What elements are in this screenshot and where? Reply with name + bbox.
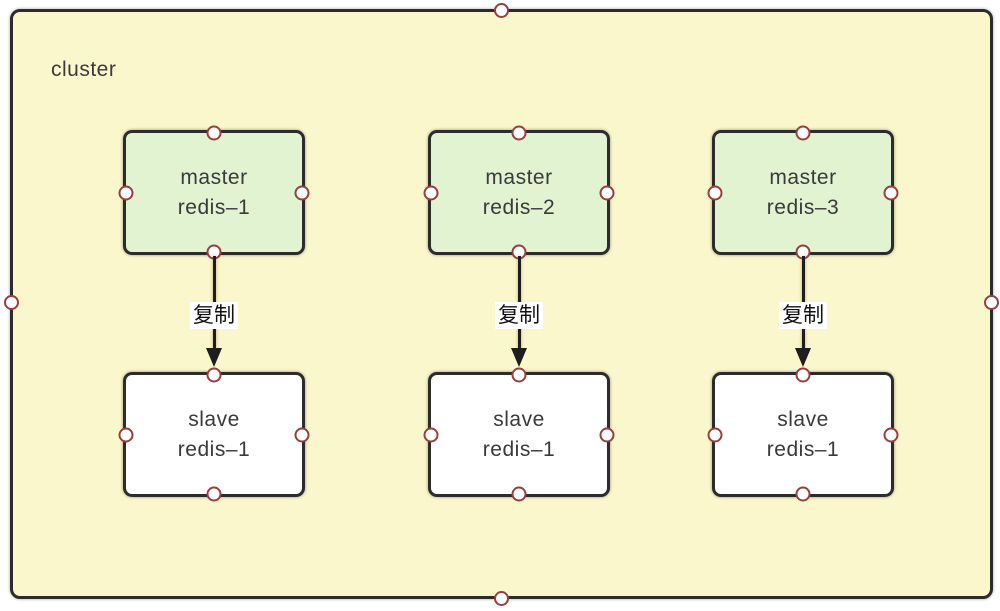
replication-edge-2[interactable]: 复制 [491,256,547,367]
node-label: master redis–3 [766,165,840,219]
connection-anchor-icon[interactable] [511,367,527,383]
replication-edge-1[interactable]: 复制 [186,256,242,367]
arrow-head-icon [511,348,527,367]
edge-label[interactable]: 复制 [779,302,827,329]
master-node-3[interactable]: master redis–3 [707,125,899,260]
connection-anchor-icon[interactable] [795,125,811,141]
node-label: slave redis–1 [177,407,251,461]
connection-anchor-icon[interactable] [511,486,527,502]
slave-node-3[interactable]: slave redis–1 [707,367,899,502]
connection-anchor-icon[interactable] [423,427,439,442]
connection-anchor-icon[interactable] [795,367,811,383]
node-label: master redis–2 [482,165,556,219]
connection-anchor-icon[interactable] [118,185,134,200]
connection-anchor-icon[interactable] [883,427,899,442]
edge-label[interactable]: 复制 [190,302,238,329]
connection-anchor-icon[interactable] [294,185,310,200]
connection-anchor-icon[interactable] [3,295,19,310]
node-label: slave redis–1 [766,407,840,461]
cluster-label: cluster [51,58,117,81]
master-node-1[interactable]: master redis–1 [118,125,310,260]
connection-anchor-icon[interactable] [206,125,222,141]
connection-anchor-icon[interactable] [206,367,222,383]
connection-anchor-icon[interactable] [118,427,134,442]
replication-edge-3[interactable]: 复制 [775,256,831,367]
arrow-head-icon [795,348,811,367]
master-node-2[interactable]: master redis–2 [423,125,615,260]
connection-anchor-icon[interactable] [795,486,811,502]
connection-anchor-icon[interactable] [599,427,615,442]
node-label: slave redis–1 [482,407,556,461]
slave-node-1[interactable]: slave redis–1 [118,367,310,502]
connection-anchor-icon[interactable] [493,590,509,606]
connection-anchor-icon[interactable] [423,185,439,200]
node-label: master redis–1 [177,165,251,219]
connection-anchor-icon[interactable] [983,295,999,310]
edge-label[interactable]: 复制 [495,302,543,329]
slave-node-2[interactable]: slave redis–1 [423,367,615,502]
connection-anchor-icon[interactable] [511,125,527,141]
connection-anchor-icon[interactable] [707,185,723,200]
arrow-head-icon [206,348,222,367]
connection-anchor-icon[interactable] [294,427,310,442]
connection-anchor-icon[interactable] [599,185,615,200]
connection-anchor-icon[interactable] [883,185,899,200]
connection-anchor-icon[interactable] [707,427,723,442]
connection-anchor-icon[interactable] [493,2,509,18]
connection-anchor-icon[interactable] [206,486,222,502]
